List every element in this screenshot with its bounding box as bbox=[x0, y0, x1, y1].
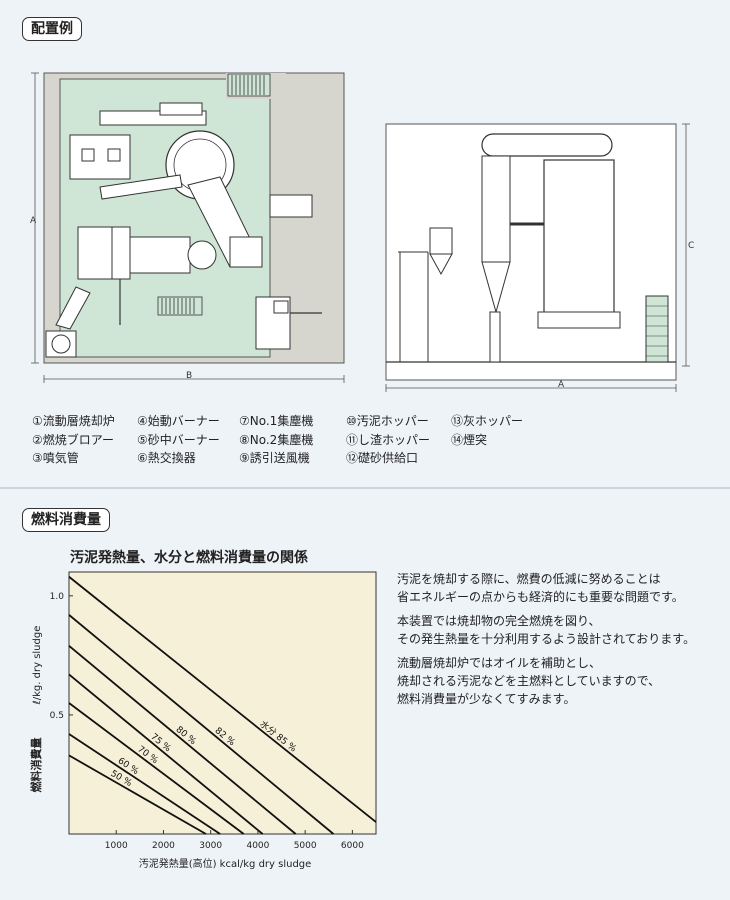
y-tick-label: 0.5 bbox=[50, 711, 64, 721]
y-tick-label: 1.0 bbox=[50, 592, 65, 602]
series-line bbox=[68, 754, 207, 835]
plan-view-diagram: A B bbox=[30, 72, 345, 383]
layout-section-label: 配置例 bbox=[22, 17, 82, 41]
description-line: 流動層焼却炉ではオイルを補助とし、 bbox=[397, 656, 602, 670]
legend-column-1: ①流動層焼却炉 ②燃焼ブロアー ③噴気管 bbox=[32, 412, 115, 468]
description-line: 本装置では焼却物の完全燃焼を図り、 bbox=[397, 614, 601, 628]
series-line bbox=[68, 733, 221, 835]
series-line bbox=[68, 576, 377, 823]
section-divider bbox=[0, 487, 730, 489]
series-line bbox=[68, 673, 264, 835]
series-line bbox=[68, 614, 335, 835]
legend-item: ⑬灰ホッパー bbox=[451, 414, 524, 428]
dimension-a-side-label: A bbox=[558, 380, 565, 390]
legend-item: ⑤砂中バーナー bbox=[137, 432, 220, 447]
description-line: 省エネルギーの点からも経済的にも重要な問題です。 bbox=[397, 590, 684, 604]
description-paragraph-3: 流動層焼却炉ではオイルを補助とし、 焼却される汚泥などを主燃料としていますので、… bbox=[397, 654, 660, 708]
series-line bbox=[68, 702, 245, 835]
legend-item: ⑦No.1集塵機 bbox=[239, 414, 314, 428]
legend-item: ⑥熱交換器 bbox=[137, 451, 196, 465]
legend-column-3: ⑦No.1集塵機 ⑧No.2集塵機 ⑨誘引送風機 bbox=[239, 412, 313, 468]
description-line: 燃料消費量が少なくてすみます。 bbox=[397, 692, 576, 706]
plot-area bbox=[68, 571, 377, 835]
series-line bbox=[68, 645, 297, 835]
chart-title: 汚泥発熱量、水分と燃料消費量の関係 bbox=[70, 550, 308, 566]
legend-column-2: ④始動バーナー ⑤砂中バーナー ⑥熱交換器 bbox=[137, 412, 220, 468]
legend-column-5: ⑬灰ホッパー ⑭煙突 bbox=[451, 412, 523, 449]
legend-item: ⑩汚泥ホッパー bbox=[346, 414, 429, 428]
fuel-section-label: 燃料消費量 bbox=[22, 508, 110, 532]
y-axis-label: 燃料消費量 bbox=[29, 738, 43, 794]
legend-item: ⑧No.2集塵機 bbox=[239, 432, 314, 447]
legend-item: ③噴気管 bbox=[32, 451, 79, 465]
description-line: 焼却される汚泥などを主燃料としていますので、 bbox=[397, 674, 661, 688]
legend-item: ②燃焼ブロアー bbox=[32, 432, 115, 447]
legend-item: ①流動層焼却炉 bbox=[32, 414, 115, 428]
x-tick-label: 5000 bbox=[294, 841, 317, 851]
legend-column-4: ⑩汚泥ホッパー ⑪し渣ホッパー ⑫礎砂供給口 bbox=[346, 412, 430, 468]
y-axis-unit-label: ℓ/kg. dry sludge bbox=[32, 626, 43, 705]
x-tick-label: 6000 bbox=[341, 841, 364, 851]
legend-item: ⑪し渣ホッパー bbox=[346, 432, 431, 447]
dimension-a-label: A bbox=[30, 216, 37, 226]
x-tick-label: 2000 bbox=[152, 841, 175, 851]
dimension-c-label: C bbox=[688, 241, 694, 251]
description-paragraph-2: 本装置では焼却物の完全燃焼を図り、 その発生熱量を十分利用するよう設計されており… bbox=[397, 612, 695, 648]
x-tick-label: 1000 bbox=[105, 841, 128, 851]
description-line: その発生熱量を十分利用するよう設計されております。 bbox=[397, 632, 696, 646]
legend-item: ⑫礎砂供給口 bbox=[346, 451, 419, 465]
legend-item: ④始動バーナー bbox=[137, 414, 220, 428]
elevation-view-diagram: C A bbox=[385, 123, 694, 392]
legend-item: ⑭煙突 bbox=[451, 432, 488, 447]
x-tick-label: 4000 bbox=[246, 841, 269, 851]
dimension-b-label: B bbox=[186, 371, 192, 381]
legend-item: ⑨誘引送風機 bbox=[239, 451, 310, 465]
x-tick-label: 3000 bbox=[199, 841, 222, 851]
description-line: 汚泥を焼却する際に、燃費の低減に努めることは bbox=[397, 572, 661, 586]
x-axis-label: 汚泥発熱量(高位) kcal/kg dry sludge bbox=[139, 857, 312, 870]
description-paragraph-1: 汚泥を焼却する際に、燃費の低減に努めることは 省エネルギーの点からも経済的にも重… bbox=[397, 570, 684, 606]
